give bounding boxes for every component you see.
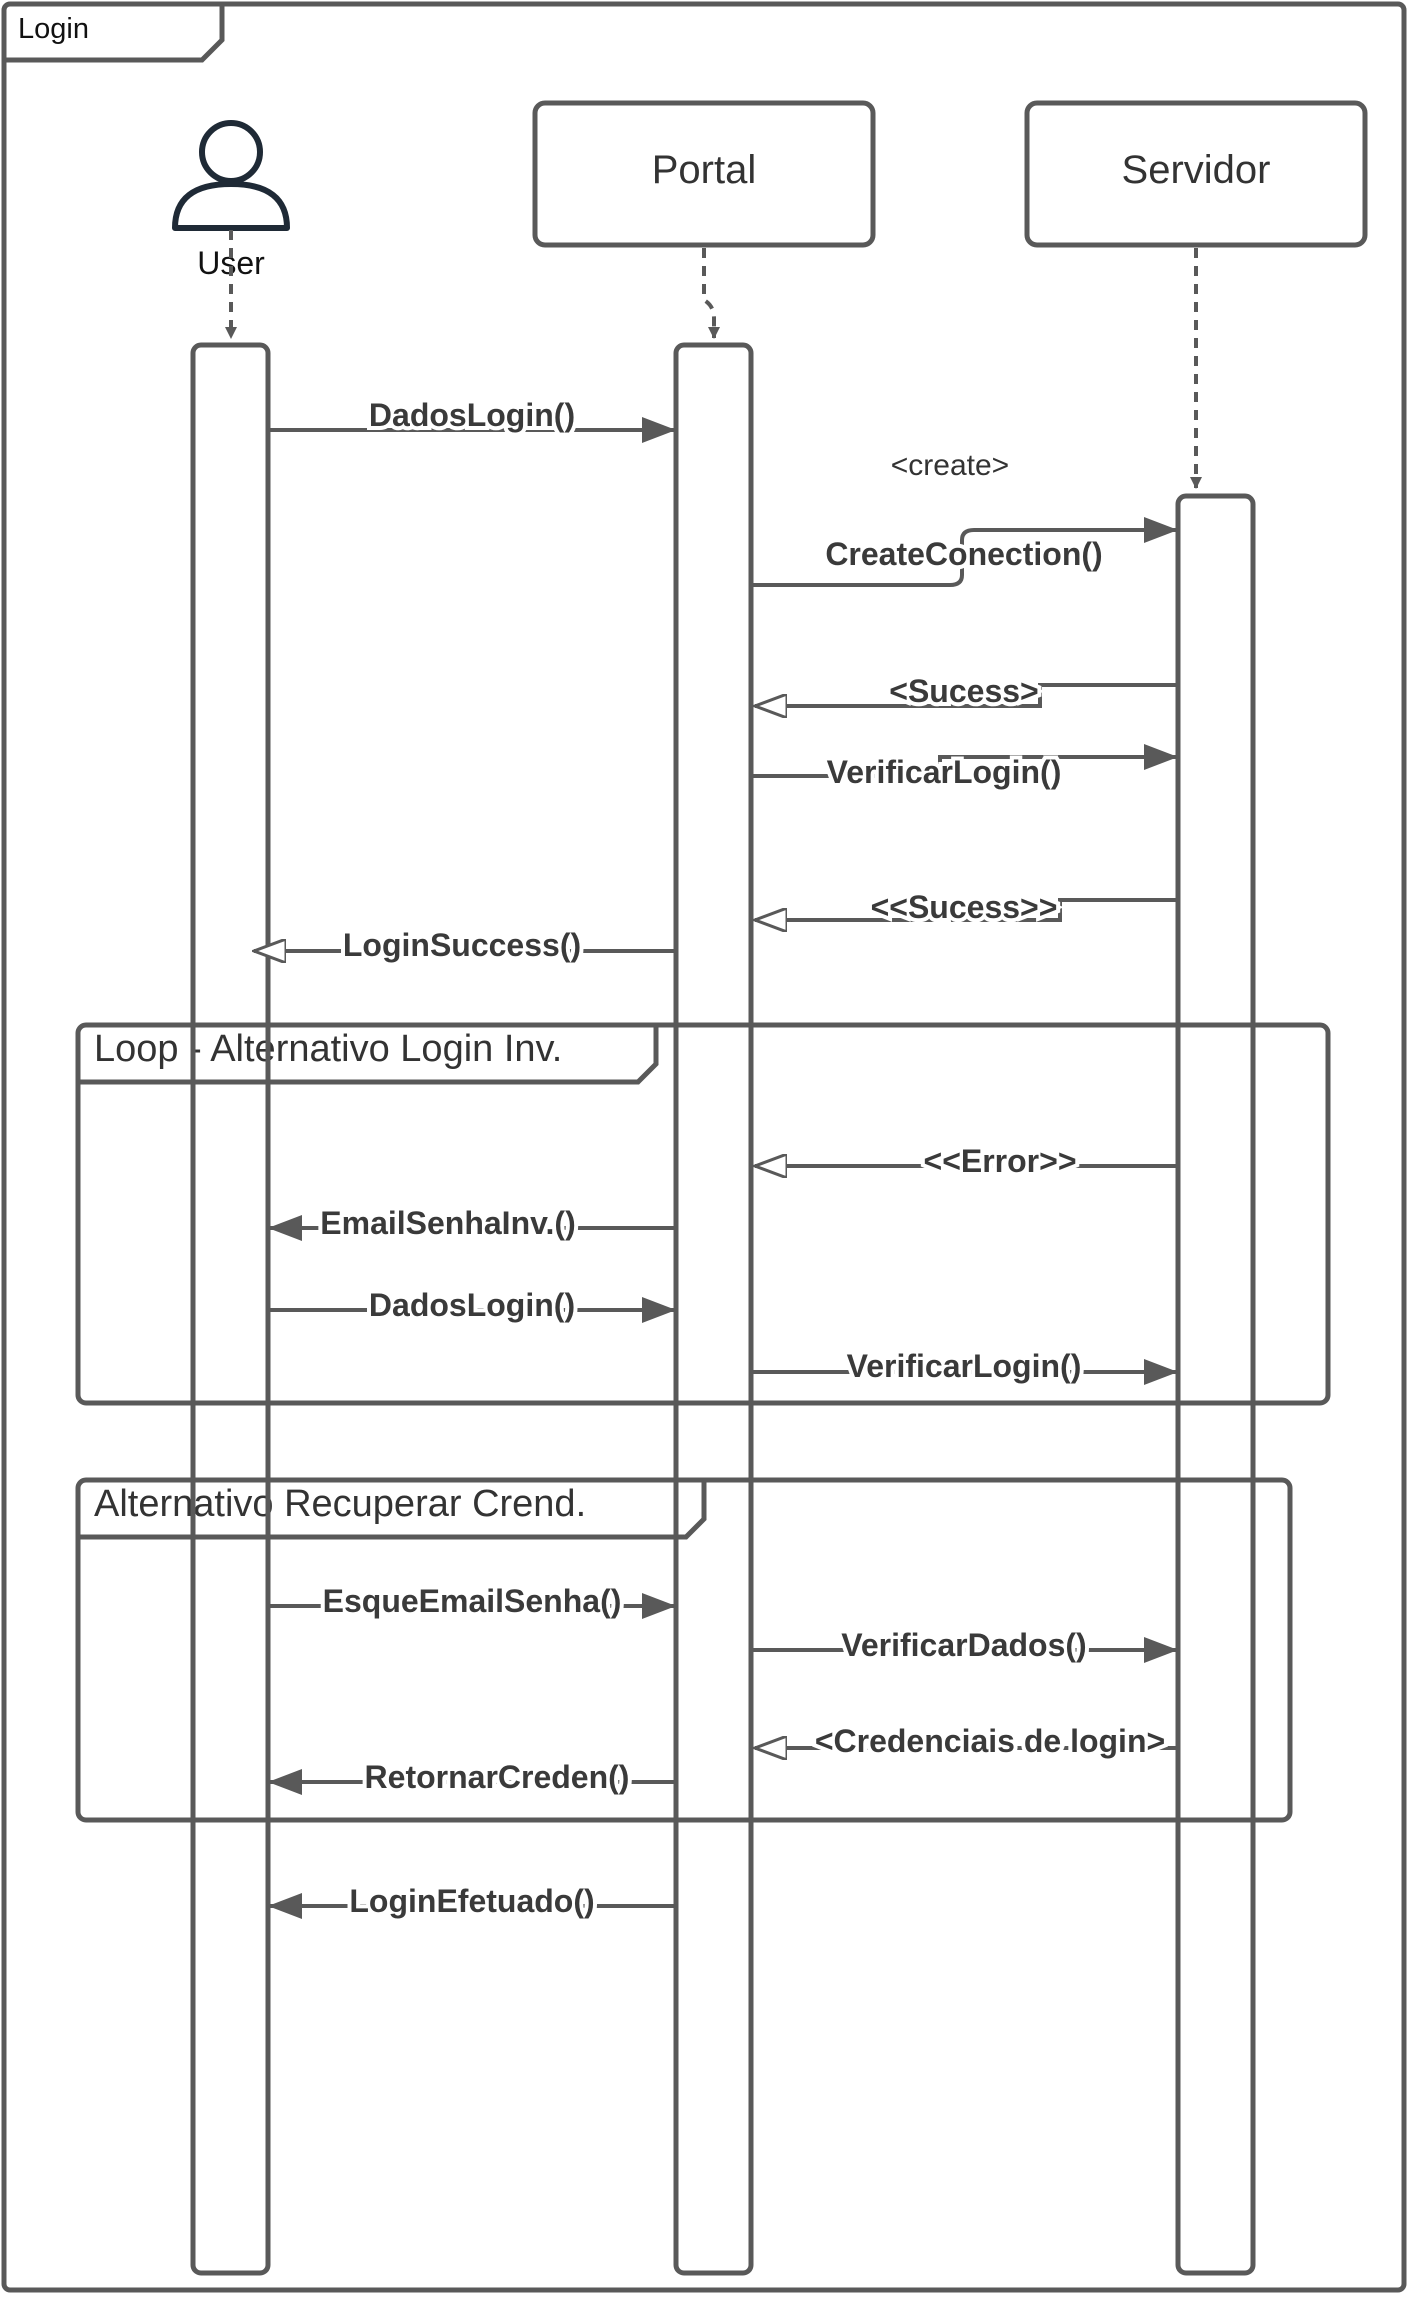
message-sucess-label: <Sucess> xyxy=(889,673,1038,709)
user-activation-bar xyxy=(190,342,271,2276)
message-dadoslogin-label: DadosLogin() xyxy=(369,397,575,433)
fragment-loop: Loop - Alternativo Login Inv. xyxy=(75,1022,1331,1406)
message-credenciais-label: <Credenciais de login> xyxy=(815,1723,1165,1759)
message-verificarlogin-label: VerificarLogin() xyxy=(827,754,1062,790)
message-createconection-arrow xyxy=(753,517,1178,587)
message-createconection-label: CreateConection() xyxy=(825,536,1102,572)
message-loginsuccess-label: LoginSuccess() xyxy=(343,927,581,963)
participant-portal: Portal xyxy=(532,100,876,248)
message-sucess2-label: <<Sucess>> xyxy=(871,889,1058,925)
fragment-alt: Alternativo Recuperar Crend. xyxy=(75,1477,1293,1823)
portal-lifeline-link xyxy=(702,248,720,339)
frame-title: Login xyxy=(18,13,89,45)
message-sucess2-arrow xyxy=(755,898,1176,920)
participant-servidor: Servidor xyxy=(1024,100,1368,248)
message-verificarlogin-arrow xyxy=(753,744,1178,778)
message-dadoslogin2-label: DadosLogin() xyxy=(369,1287,575,1323)
message-esqueemailsenha-label: EsqueEmailSenha() xyxy=(323,1583,622,1619)
create-note: <create> xyxy=(891,449,1009,482)
message-retornarcreden-label: RetornarCreden() xyxy=(365,1759,630,1795)
fragment-alt-title: Alternativo Recuperar Crend. xyxy=(94,1483,586,1525)
servidor-activation-bar xyxy=(1175,493,1256,2276)
message-error-label: <<Error>> xyxy=(924,1143,1077,1179)
message-loginefetuado-label: LoginEfetuado() xyxy=(349,1883,594,1919)
message-verificardados-label: VerificarDados() xyxy=(841,1627,1086,1663)
fragment-loop-title: Loop - Alternativo Login Inv. xyxy=(94,1028,562,1070)
user-actor-icon xyxy=(172,120,290,231)
portal-activation-bar xyxy=(673,342,754,2276)
message-verificarlogin2-label: VerificarLogin() xyxy=(847,1348,1082,1384)
message-emailsenhainv-label: EmailSenhaInv.() xyxy=(320,1205,575,1241)
message-sucess-arrow xyxy=(755,683,1176,706)
participant-portal-label: Portal xyxy=(652,148,757,192)
participant-servidor-label: Servidor xyxy=(1122,148,1271,192)
